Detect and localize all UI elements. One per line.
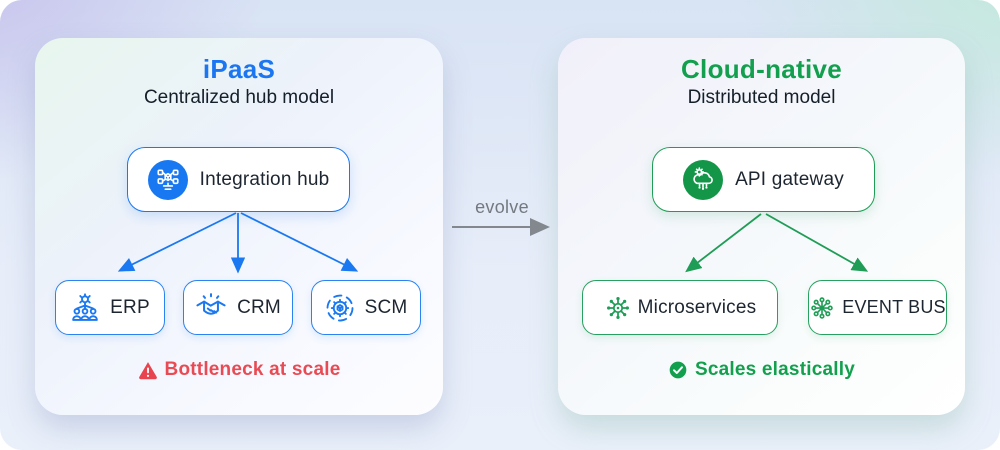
integration-hub-icon	[147, 159, 188, 200]
crm-icon	[196, 292, 226, 315]
check-icon	[669, 361, 687, 379]
bottleneck-note: Bottleneck at scale	[35, 359, 443, 381]
erp-icon	[72, 292, 98, 321]
erp-node: ERP	[55, 280, 165, 335]
api-gateway-label: API gateway	[735, 168, 844, 190]
evolve-label: evolve	[475, 197, 529, 217]
event-bus-label: EVENT BUS	[842, 297, 946, 317]
ipaas-subtitle: Centralized hub model	[143, 87, 335, 108]
crm-node: CRM	[183, 280, 293, 335]
warning-icon	[138, 362, 157, 380]
erp-label: ERP	[110, 296, 150, 318]
scm-label: SCM	[364, 296, 408, 318]
microservices-icon	[606, 296, 629, 319]
microservices-node: Microservices	[582, 280, 778, 335]
scales-note: Scales elastically	[558, 359, 965, 381]
cloud-native-panel: Cloud-native Distributed model API gatew…	[558, 38, 965, 415]
integration-hub-label: Integration hub	[199, 168, 330, 190]
scm-node: SCM	[311, 280, 421, 335]
scm-icon	[326, 294, 354, 321]
bottleneck-note-label: Bottleneck at scale	[164, 359, 341, 380]
cloud-native-title: Cloud-native	[680, 54, 843, 84]
ipaas-title: iPaaS	[202, 54, 276, 84]
api-gateway-node: API gateway	[652, 147, 875, 212]
api-gateway-icon	[683, 159, 724, 200]
crm-label: CRM	[237, 296, 281, 318]
integration-hub-node: Integration hub	[127, 147, 350, 212]
cloud-native-subtitle: Distributed model	[687, 87, 836, 108]
scales-note-label: Scales elastically	[695, 359, 855, 380]
microservices-label: Microservices	[637, 296, 757, 318]
ipaas-panel: iPaaS Centralized hub model Integration …	[35, 38, 443, 415]
event-bus-node: EVENT BUS	[808, 280, 947, 335]
event-bus-icon	[811, 296, 834, 319]
